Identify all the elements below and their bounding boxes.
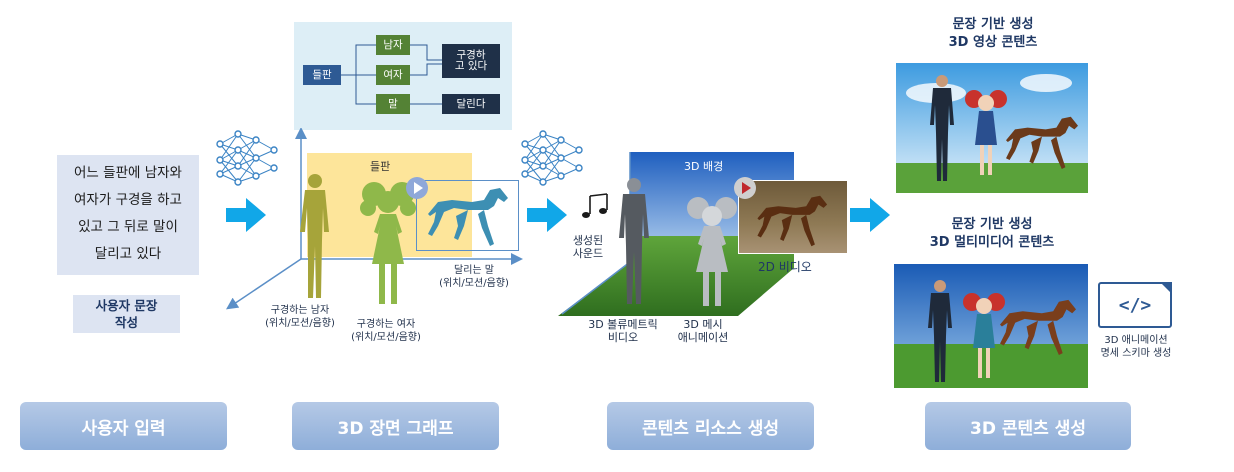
play-icon[interactable]: [405, 176, 429, 200]
music-notes-icon: [582, 193, 608, 218]
graph-node-horse: 말: [376, 94, 410, 114]
flow-arrow-icon: [226, 198, 266, 232]
scene-graph-edges: [341, 44, 442, 105]
code-icon: </>: [1098, 282, 1172, 328]
scene-graph-panel: 들판 남자 여자 말 구경하 고 있다 달린다: [294, 22, 512, 130]
volumetric-label: 3D 볼류메트릭 비디오: [588, 318, 658, 344]
input-sentence-line: 있고 그 뒤로 말이: [78, 219, 178, 235]
video-horse: [757, 195, 828, 247]
man-silhouette: [300, 174, 329, 298]
input-caption-line: 작성: [114, 315, 138, 330]
graph-node-woman: 여자: [376, 65, 410, 85]
stage-content-resource: 콘텐츠 리소스 생성: [607, 402, 814, 450]
video-content-heading: 문장 기반 생성 3D 영상 콘텐츠: [948, 17, 1038, 50]
neural-network-icon: [216, 130, 278, 186]
horse-label: 달리는 말 (위치/모션/음향): [439, 265, 509, 289]
flow-arrow-icon: [850, 198, 890, 232]
mesh-label: 3D 메시 애니메이션: [677, 318, 729, 344]
graph-node-man: 남자: [376, 35, 410, 55]
stage-user-input: 사용자 입력: [20, 402, 227, 450]
mesh-girl-figure: [687, 197, 737, 306]
play-icon[interactable]: [733, 176, 757, 200]
graph-node-watching: 구경하 고 있다: [442, 44, 500, 78]
input-sentence-line: 여자가 구경을 하고: [74, 192, 182, 208]
input-sentence-box: 어느 들판에 남자와 여자가 구경을 하고 있고 그 뒤로 말이 달리고 있다: [57, 155, 199, 275]
output-video-scene: [896, 63, 1088, 193]
woman-silhouette: [360, 182, 416, 304]
code-icon-glyph: </>: [1118, 294, 1152, 316]
input-caption: 사용자 문장 작성: [73, 295, 180, 333]
neural-network-icon: [521, 130, 583, 186]
input-sentence-line: 어느 들판에 남자와: [74, 165, 182, 181]
multimedia-content-heading: 문장 기반 생성 3D 멀티미디어 콘텐츠: [929, 217, 1055, 250]
stage-3d-content: 3D 콘텐츠 생성: [925, 402, 1131, 450]
output-multimedia-scene: [894, 264, 1088, 388]
video-label: 2D 비디오: [758, 260, 812, 274]
scene-layout-axes: [226, 128, 523, 310]
input-sentence-line: 달리고 있다: [94, 246, 162, 262]
graph-node-field: 들판: [303, 65, 341, 85]
background-label: 3D 배경: [684, 160, 724, 173]
sound-label: 생성된 사운드: [572, 234, 604, 260]
2d-video-frame: [738, 180, 848, 254]
woman-label: 구경하는 여자 (위치/모션/음향): [351, 319, 421, 343]
horse-bounding-box: [416, 180, 519, 251]
schema-label: 3D 애니메이션 명세 스키마 생성: [1100, 335, 1172, 359]
volumetric-man-figure: [619, 178, 649, 304]
field-label: 들판: [370, 160, 391, 173]
flow-arrow-icon: [527, 198, 567, 232]
graph-node-running: 달린다: [442, 94, 500, 114]
stage-3d-scene-graph: 3D 장면 그래프: [292, 402, 499, 450]
input-caption-line: 사용자 문장: [95, 298, 158, 313]
man-label: 구경하는 남자 (위치/모션/음향): [265, 305, 335, 329]
horse-silhouette: [428, 188, 508, 246]
